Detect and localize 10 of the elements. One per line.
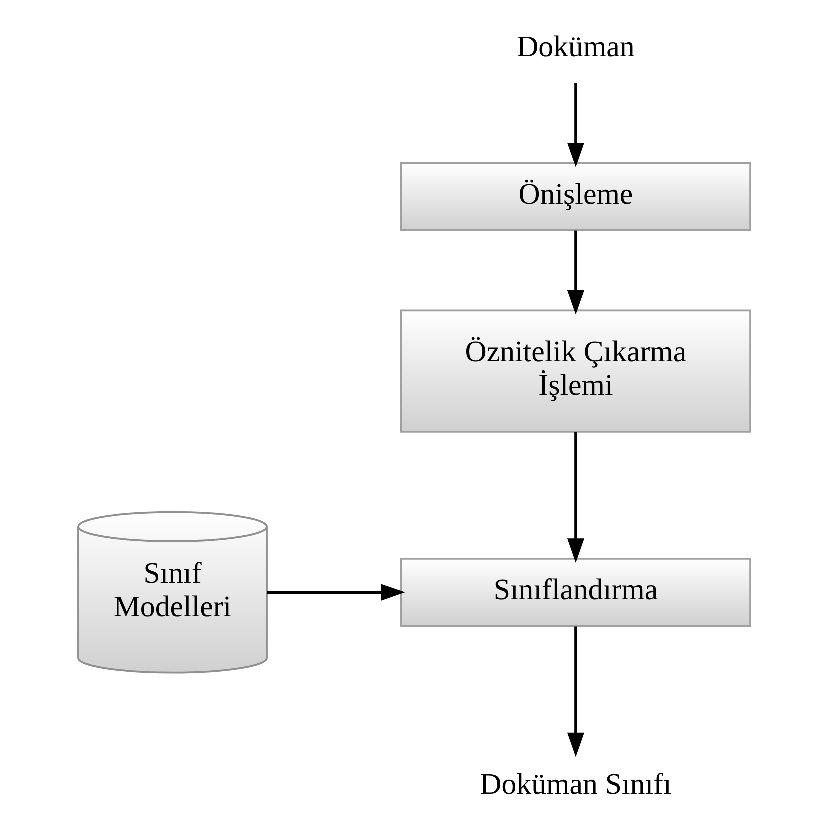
node-text: Doküman xyxy=(517,30,635,64)
arrow xyxy=(567,432,584,563)
node-text: Doküman Sınıfı xyxy=(480,768,672,801)
node-box: Önişleme xyxy=(400,162,752,232)
arrow xyxy=(567,230,584,315)
node-box: Sınıflandırma xyxy=(400,558,752,628)
arrow xyxy=(267,584,406,602)
arrow xyxy=(567,626,584,758)
node-box: Öznitelik Çıkarma İşlemi xyxy=(400,310,752,433)
arrow xyxy=(567,83,584,168)
